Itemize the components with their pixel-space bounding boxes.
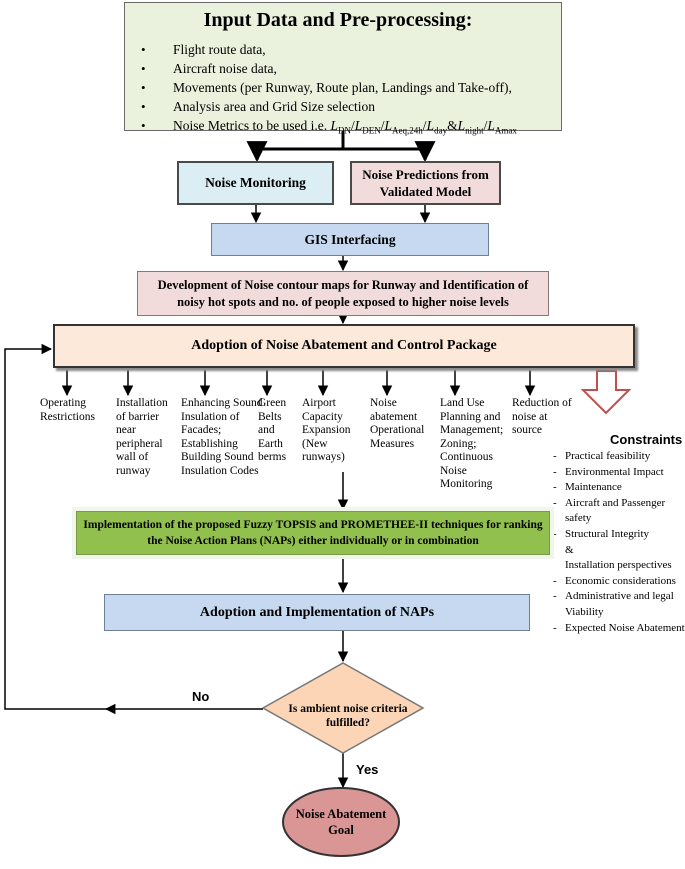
option-operational-measures: Noise abatement Operational Measures bbox=[370, 397, 425, 450]
option-source-reduction: Reduction of noise at source bbox=[512, 397, 572, 436]
constraint-item: Aircraft and Passenger safety bbox=[553, 496, 685, 527]
constraint-item: Maintenance bbox=[553, 480, 685, 496]
option-sound-insulation: Enhancing Sound Insulation of Facades; E… bbox=[181, 397, 263, 477]
constraint-item: Expected Noise Abatement bbox=[553, 621, 685, 637]
decision-label: Is ambient noise criteria fulfilled? bbox=[288, 703, 408, 729]
input-item: Analysis area and Grid Size selection bbox=[141, 97, 551, 116]
option-operating-restrictions: Operating Restrictions bbox=[40, 397, 95, 423]
option-land-use-planning: Land Use Planning and Management; Zoning… bbox=[440, 397, 504, 490]
constraint-item: Structural Integrity bbox=[553, 527, 685, 543]
constraint-item: Installation perspectives bbox=[565, 559, 672, 572]
feedback-loop-line bbox=[4, 343, 110, 710]
input-item: Aircraft noise data, bbox=[141, 59, 551, 78]
input-item: Flight route data, bbox=[141, 40, 551, 59]
fuzzy-topsis-box: Implementation of the proposed Fuzzy TOP… bbox=[76, 511, 550, 555]
input-list: Flight route data, Aircraft noise data, … bbox=[125, 40, 551, 141]
option-capacity-expansion: Airport Capacity Expansion (New runways) bbox=[302, 397, 351, 463]
input-item: Movements (per Runway, Route plan, Landi… bbox=[141, 78, 551, 97]
constraints-list: Practical feasibility Environmental Impa… bbox=[553, 449, 685, 636]
input-title: Input Data and Pre-processing: bbox=[203, 9, 473, 31]
gis-interfacing-box: GIS Interfacing bbox=[211, 223, 489, 256]
noise-predictions-box: Noise Predictions from Validated Model bbox=[350, 161, 501, 205]
option-barrier-installation: Installation of barrier near peripheral … bbox=[116, 397, 168, 477]
constraint-item: Economic considerations bbox=[553, 574, 685, 590]
noise-monitoring-box: Noise Monitoring bbox=[177, 161, 334, 205]
constraint-item: & bbox=[565, 543, 574, 556]
goal-label: Noise Abatement Goal bbox=[295, 807, 387, 837]
adoption-package-box: Adoption of Noise Abatement and Control … bbox=[53, 324, 635, 368]
constraints-arrow-shape bbox=[580, 370, 632, 415]
option-green-belts: Green Belts and Earth berms bbox=[258, 397, 287, 463]
decision-diamond bbox=[261, 662, 425, 754]
yes-label: Yes bbox=[356, 762, 379, 777]
contour-maps-box: Development of Noise contour maps for Ru… bbox=[137, 271, 549, 316]
constraint-item: Environmental Impact bbox=[553, 465, 685, 481]
goal-ellipse bbox=[282, 787, 400, 857]
constraint-item: Administrative and legal Viability bbox=[553, 589, 685, 620]
constraint-item: Practical feasibility bbox=[553, 449, 685, 465]
adopt-naps-box: Adoption and Implementation of NAPs bbox=[104, 594, 530, 631]
no-label: No bbox=[192, 689, 210, 704]
noise-metrics-item: Noise Metrics to be used i.e. LDN/LDEN/L… bbox=[141, 116, 551, 141]
constraints-title: Constraints bbox=[610, 432, 683, 447]
input-data-box: Input Data and Pre-processing: Flight ro… bbox=[124, 2, 562, 136]
